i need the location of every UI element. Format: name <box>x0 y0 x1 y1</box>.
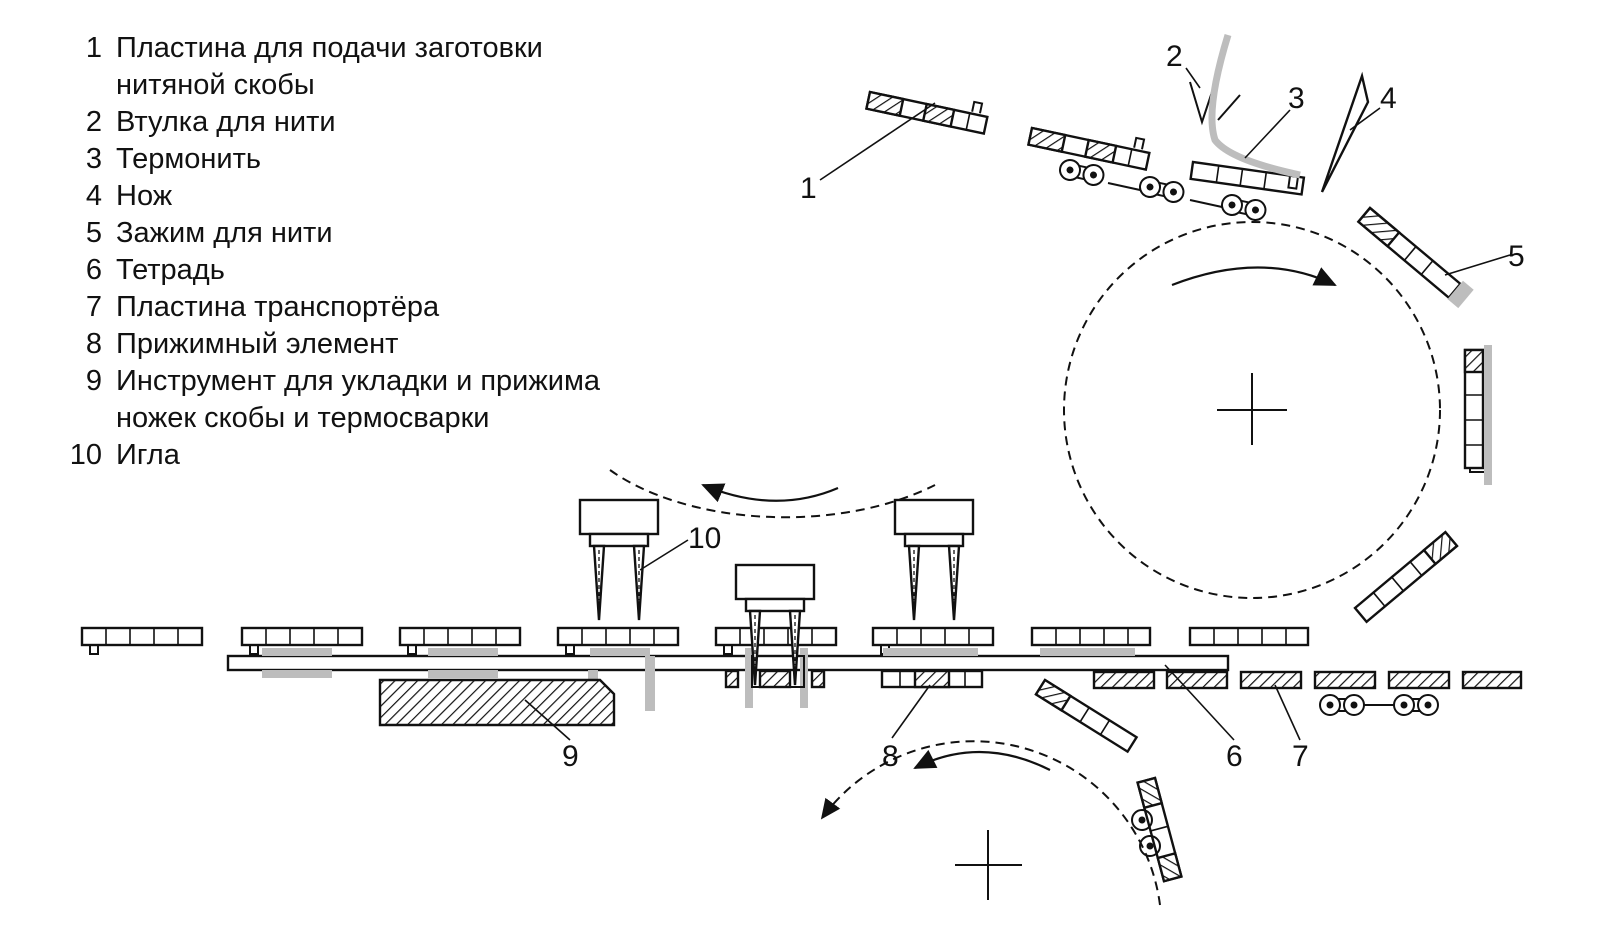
legend-item-2: 2 Втулка для нити <box>60 104 760 141</box>
plate-under-knife <box>1189 160 1306 196</box>
legend-label-line: нитяной скобы <box>116 69 315 101</box>
tilted-plate-lower <box>1034 678 1139 754</box>
knife <box>1320 71 1370 193</box>
thermo-thread <box>1208 33 1301 179</box>
callout-3: 3 <box>1288 82 1305 115</box>
legend-label: Термонить <box>116 143 262 175</box>
legend-number: 4 <box>85 180 102 212</box>
thread-bushing <box>1189 81 1241 126</box>
signature-strip <box>226 654 1230 672</box>
legend-number: 9 <box>85 365 102 397</box>
legend-number: 6 <box>85 254 102 286</box>
legend-number: 5 <box>85 217 102 249</box>
legend-item-7: 7 Пластина транспортёра <box>60 289 760 326</box>
legend-item-3: 3 Термонить <box>60 141 760 178</box>
legend-label: Зажим для нити <box>116 217 333 249</box>
legend-item-8: 8 Прижимный элемент <box>60 326 760 363</box>
legend-number: 2 <box>85 106 102 138</box>
callout-10: 10 <box>688 522 721 555</box>
upper-drum-rotation-arrow <box>1171 266 1337 287</box>
legend-label: Тетрадь <box>116 254 225 286</box>
lower-drum-plate <box>1136 776 1183 883</box>
legend-label-line: Пластина для подачи заготовки <box>116 32 543 64</box>
needle-anvil <box>724 655 826 689</box>
legend-number: 7 <box>85 291 102 323</box>
callout-5: 5 <box>1508 240 1525 273</box>
thread-clamp-plate <box>1356 206 1474 309</box>
legend-item-9: 9 Инструмент для укладки и прижима ножек… <box>60 363 760 437</box>
drum-plate-right <box>1463 345 1492 485</box>
lower-drum-rotation-arrow <box>913 749 1051 771</box>
callout-8: 8 <box>882 740 899 773</box>
signature-row <box>80 626 1310 656</box>
legend-item-10: 10 Игла <box>60 437 760 474</box>
legend-number: 1 <box>85 32 102 64</box>
upper-drum-center-cross <box>1217 373 1287 445</box>
legend: 1 Пластина для подачи заготовки нитяной … <box>60 30 760 474</box>
legend-item-6: 6 Тетрадь <box>60 252 760 289</box>
needle-head-left <box>578 498 660 622</box>
needle-rotor-arrow <box>701 483 839 503</box>
lower-drum-center-cross <box>955 830 1022 900</box>
legend-label-line: ножек скобы и термосварки <box>116 402 490 434</box>
legend-label: Пластина для подачи заготовки нитяной ск… <box>116 30 760 104</box>
legend-label-line: Инструмент для укладки и прижима <box>116 365 601 397</box>
conveyor-plates <box>1092 670 1523 690</box>
callout-7: 7 <box>1292 740 1309 773</box>
laying-pressing-welding-tool <box>378 678 616 727</box>
callout-4: 4 <box>1380 82 1397 115</box>
needle-rotor-path <box>609 469 936 519</box>
leader-lines <box>524 67 1511 741</box>
legend-number: 8 <box>85 328 102 360</box>
legend-number: 3 <box>85 143 102 175</box>
pressing-element <box>880 669 984 689</box>
legend-item-1: 1 Пластина для подачи заготовки нитяной … <box>60 30 760 104</box>
callout-9: 9 <box>562 740 579 773</box>
callout-2: 2 <box>1166 40 1183 73</box>
upper-drum-path <box>1063 221 1441 599</box>
lower-drum-path <box>820 740 1161 906</box>
callout-6: 6 <box>1226 740 1243 773</box>
legend-label: Пластина транспортёра <box>116 291 440 323</box>
drum-plate-lower-right <box>1353 530 1459 624</box>
lower-drum-chain <box>1131 809 1161 857</box>
legend-label: Втулка для нити <box>116 106 336 138</box>
legend-label: Игла <box>116 439 180 471</box>
legend-label: Инструмент для укладки и прижима ножек с… <box>116 363 760 437</box>
legend-item-5: 5 Зажим для нити <box>60 215 760 252</box>
conveyor-chain-top <box>1057 157 1269 223</box>
legend-label: Прижимный элемент <box>116 328 399 360</box>
legend-number: 10 <box>69 439 102 471</box>
legend-item-4: 4 Нож <box>60 178 760 215</box>
callout-1: 1 <box>800 172 817 205</box>
legend-label: Нож <box>116 180 173 212</box>
needle-head-right <box>893 498 975 622</box>
plate-with-chain <box>1027 115 1154 171</box>
conveyor-chain-bottom <box>1319 694 1439 716</box>
